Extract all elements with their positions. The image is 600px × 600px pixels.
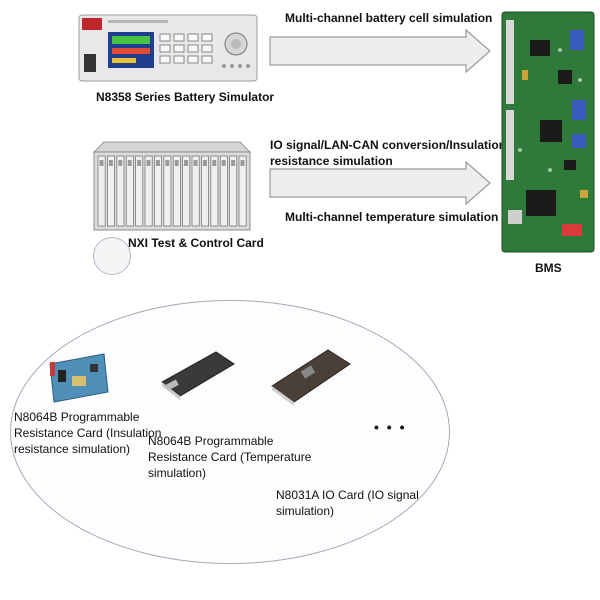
card-group-ellipse	[10, 300, 450, 564]
arrow-battery-cell	[268, 28, 493, 74]
connector-circle	[93, 237, 131, 275]
bms-board	[500, 10, 596, 254]
io-signal-label-line1: IO signal/LAN-CAN conversion/Insulation	[270, 138, 507, 152]
io-signal-label-line2: resistance simulation	[270, 154, 393, 168]
resistance-card-image	[46, 350, 110, 406]
io-card-image	[266, 346, 354, 408]
battery-simulator-label: N8358 Series Battery Simulator	[96, 90, 275, 104]
nxi-chassis-device	[90, 140, 254, 232]
arrow-temperature	[268, 160, 493, 206]
temperature-simulation-label: Multi-channel temperature simulation	[285, 210, 499, 224]
battery-simulator-device	[78, 14, 258, 82]
nxi-card-label: NXI Test & Control Card	[128, 236, 264, 250]
bms-label: BMS	[535, 261, 562, 275]
temperature-card-image	[156, 348, 238, 400]
battery-cell-simulation-label: Multi-channel battery cell simulation	[285, 11, 493, 25]
more-cards-indicator: • • •	[374, 419, 407, 435]
